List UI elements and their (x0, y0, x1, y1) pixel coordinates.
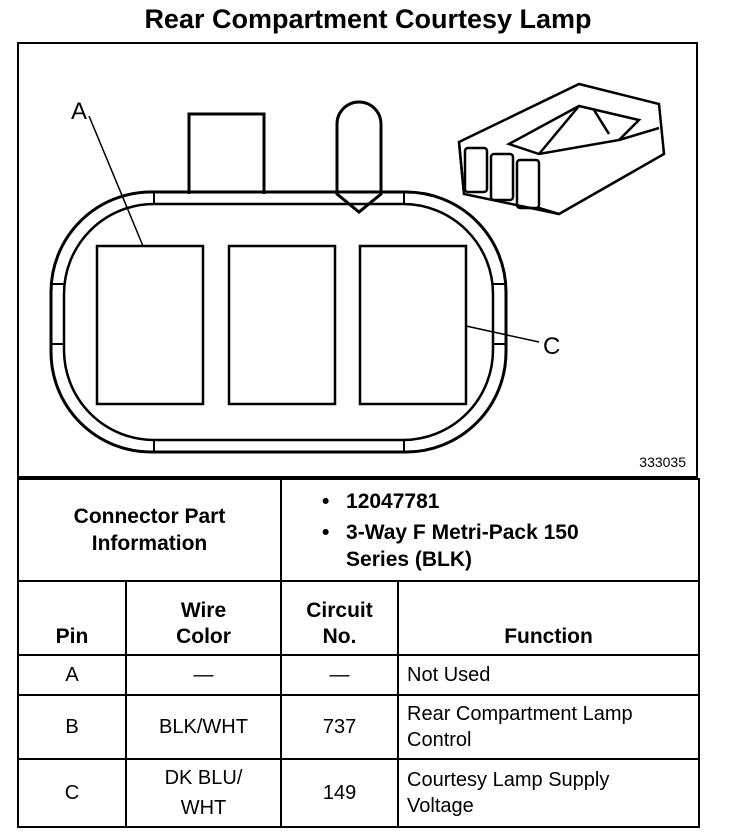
connector-type: 3-Way F Metri-Pack 150 Series (BLK) (322, 519, 586, 573)
circuit-cell: 737 (280, 694, 400, 760)
figure-number: 333035 (639, 454, 686, 470)
function-cell: Not Used (397, 654, 701, 696)
function-cell: Courtesy Lamp Supply Voltage (397, 758, 701, 828)
table-row: C DK BLU/ WHT 149 Courtesy Lamp Supply V… (17, 758, 701, 828)
header-circuit-no: Circuit No. (280, 580, 400, 656)
pin-cell: B (17, 694, 127, 760)
pin-c-label: C (543, 333, 560, 360)
connector-inner-shell (62, 202, 495, 442)
cavity-c (358, 244, 468, 406)
pin-cell: C (17, 758, 127, 828)
table-row: A — — Not Used (17, 654, 701, 696)
wire-color-cell: BLK/WHT (124, 694, 283, 760)
function-cell: Rear Compartment Lamp Control (397, 694, 701, 760)
connector-diagram: A C 333035 (17, 42, 698, 478)
table-row: B BLK/WHT 737 Rear Compartment Lamp Cont… (17, 694, 701, 760)
leader-line-a (88, 115, 144, 247)
page-title: Rear Compartment Courtesy Lamp (144, 4, 592, 34)
header-pin: Pin (17, 580, 127, 656)
part-info-row: Connector Part Information 12047781 3-Wa… (16, 478, 701, 582)
connector-face-drawing: A C (49, 82, 666, 454)
connector-table-wrap: Connector Part Information 12047781 3-Wa… (16, 478, 701, 828)
part-info-list: 12047781 3-Way F Metri-Pack 150 Series (… (280, 478, 701, 582)
pin-a-label: A (71, 98, 87, 125)
cavity-b (227, 244, 337, 406)
leader-line-c (465, 325, 540, 343)
table-header-row: Pin Wire Color Circuit No. Function (17, 580, 701, 656)
connector-outer-shell (49, 190, 508, 454)
latch-tab (187, 112, 266, 194)
cavity-a (95, 244, 205, 406)
connector-table: Connector Part Information 12047781 3-Wa… (16, 478, 701, 828)
header-wire-color: Wire Color (124, 580, 283, 656)
circuit-cell: 149 (280, 758, 400, 828)
part-info-label: Connector Part Information (16, 478, 283, 582)
wire-color-cell: — (124, 654, 283, 696)
header-function: Function (397, 580, 701, 656)
polarization-key (335, 100, 383, 214)
circuit-cell: — (280, 654, 400, 696)
wire-color-cell: DK BLU/ WHT (124, 758, 283, 828)
part-number: 12047781 (322, 488, 698, 515)
connector-isometric-icon (457, 82, 666, 216)
pin-cell: A (17, 654, 127, 696)
